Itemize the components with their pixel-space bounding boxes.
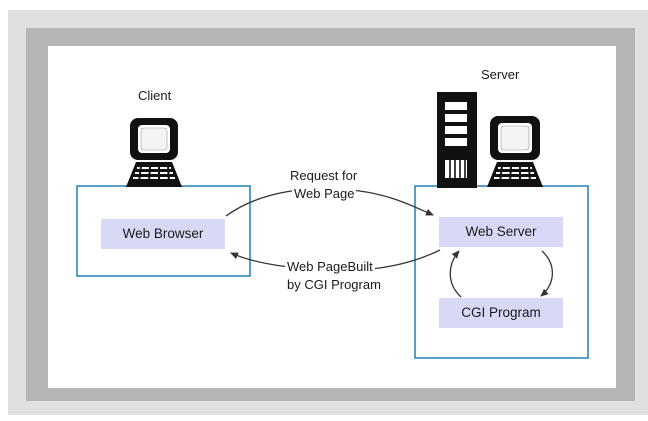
client-label: Client [138,88,172,103]
computer-icon [126,118,182,187]
server-tower-icon [437,92,477,188]
cgi-program-box: CGI Program [439,298,563,328]
web-server-box: Web Server [439,217,563,247]
server-box [414,185,589,359]
response-label-line2: by CGI Program [287,277,381,292]
server-label: Server [481,67,520,82]
server-computer-icon [487,116,543,187]
request-label-line1: Request for [290,168,358,183]
request-label-line2: Web Page [292,186,357,202]
cgi-to-server-arrow [449,250,462,298]
response-label-line1: Web PageBuilt [285,259,375,275]
server-to-cgi-arrow [540,250,554,297]
web-browser-box: Web Browser [101,219,225,249]
